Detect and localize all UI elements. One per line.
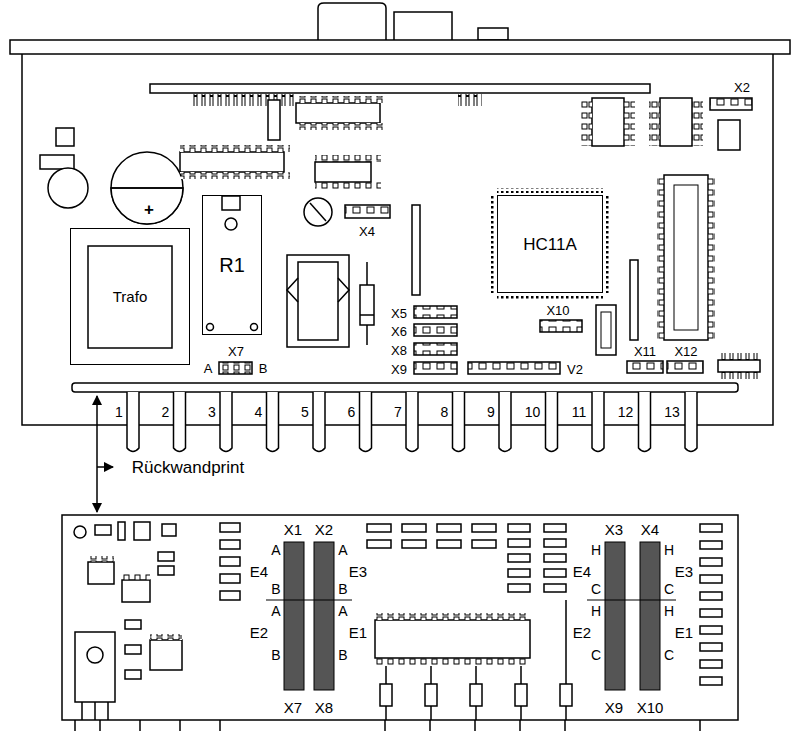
terminal-number: 2 xyxy=(162,405,170,419)
terminal-number: 11 xyxy=(572,405,587,419)
component-label: R1 xyxy=(219,255,245,275)
connector-label: E3 xyxy=(349,564,367,579)
connector-label: H xyxy=(664,604,674,618)
connector-label: A xyxy=(204,362,213,375)
connector-label: A xyxy=(338,604,347,618)
connector-label: X5 xyxy=(391,307,407,320)
terminal-number: 5 xyxy=(301,405,309,419)
connector-label: E4 xyxy=(573,564,591,579)
connector-label: X10 xyxy=(546,304,569,317)
connector-label: C xyxy=(591,648,601,662)
connector-label: E4 xyxy=(250,564,268,579)
component-box: Trafo xyxy=(70,228,190,365)
connector-label: X7 xyxy=(284,700,302,715)
component-box: R1 xyxy=(202,195,262,335)
terminal-number: 10 xyxy=(525,405,541,419)
connector-label: X4 xyxy=(359,225,375,238)
connector-label: X3 xyxy=(605,522,623,537)
terminal-number: 12 xyxy=(618,405,634,419)
connector-label: X4 xyxy=(641,522,659,537)
terminal-number: 4 xyxy=(255,405,263,419)
connector-label: X11 xyxy=(634,345,656,358)
connector-label: X8 xyxy=(315,700,333,715)
connector-label: C xyxy=(664,582,674,596)
connector-label: V2 xyxy=(567,363,583,376)
connector-label: B xyxy=(259,362,268,375)
connector-label: X10 xyxy=(637,700,664,715)
connector-label: A xyxy=(338,543,347,557)
connector-label: H xyxy=(591,604,601,618)
connector-label: X2 xyxy=(734,81,750,94)
connector-label: X7 xyxy=(228,345,244,358)
connector-label: H xyxy=(591,543,601,557)
connector-label: X2 xyxy=(315,522,333,537)
connector-label: B xyxy=(338,648,347,662)
connector-label: B xyxy=(271,582,280,596)
connector-label: H xyxy=(664,543,674,557)
connector-label: A xyxy=(271,604,280,618)
connector-label: C xyxy=(664,648,674,662)
connector-label: X9 xyxy=(605,700,623,715)
connector-label: X9 xyxy=(391,363,407,376)
polarity-mark: + xyxy=(144,201,154,218)
terminal-number: 6 xyxy=(348,405,356,419)
connector-label: X6 xyxy=(391,325,407,338)
connector-label: E1 xyxy=(349,625,367,640)
connector-label: A xyxy=(271,543,280,557)
connector-label: X1 xyxy=(284,522,302,537)
terminal-number: 8 xyxy=(441,405,449,419)
connector-label: E1 xyxy=(675,625,693,640)
connector-label: E2 xyxy=(573,625,591,640)
terminal-number: 13 xyxy=(664,405,680,419)
component-box: HC11A xyxy=(497,195,603,293)
connector-label: B xyxy=(338,582,347,596)
board-name: Rückwandprint xyxy=(132,459,244,476)
terminal-number: 1 xyxy=(115,405,123,419)
terminal-number: 7 xyxy=(394,405,402,419)
connector-label: X8 xyxy=(391,344,407,357)
component-label: Trafo xyxy=(113,289,147,304)
connector-label: E3 xyxy=(675,564,693,579)
terminal-number: 3 xyxy=(208,405,216,419)
connector-label: B xyxy=(271,648,280,662)
connector-label: X12 xyxy=(674,345,697,358)
component-label: HC11A xyxy=(523,236,577,253)
connector-label: E2 xyxy=(250,625,268,640)
terminal-number: 9 xyxy=(487,405,495,419)
connector-label: C xyxy=(591,582,601,596)
